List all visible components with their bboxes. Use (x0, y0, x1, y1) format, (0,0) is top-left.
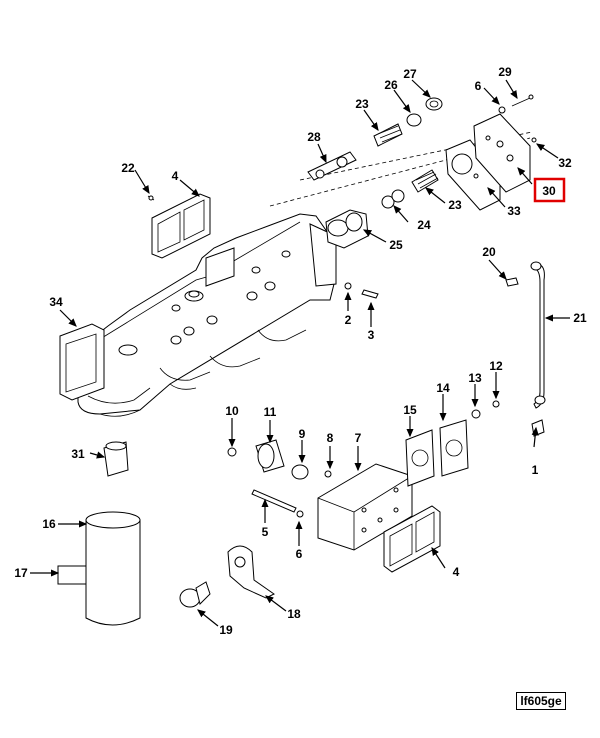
filter-head-31 (103, 441, 129, 477)
valve-assembly-25 (325, 209, 369, 249)
gasket-4-lower (383, 505, 441, 573)
o-ring-9 (291, 464, 309, 480)
callout-20: 20 (482, 245, 496, 259)
callout-2: 2 (345, 313, 352, 327)
callout-1: 1 (532, 463, 539, 477)
callout-9: 9 (299, 427, 306, 441)
callout-32: 32 (558, 156, 572, 170)
bolt-29 (511, 94, 534, 107)
o-ring-26 (406, 113, 422, 127)
cover-plate-33 (445, 139, 501, 211)
screw-22 (147, 195, 155, 201)
connector-11 (255, 439, 285, 473)
washer-2 (344, 282, 352, 290)
callout-30: 30 (542, 184, 556, 198)
spring-23-upper (373, 123, 403, 147)
cooler-block-7 (317, 463, 413, 551)
callout-7: 7 (355, 431, 362, 445)
fitting-10 (227, 447, 237, 457)
exhaust-manifold (59, 213, 337, 417)
fitting-12 (492, 400, 500, 408)
sleeve-24 (381, 189, 405, 209)
callout-28: 28 (307, 130, 321, 144)
leader-lines (30, 79, 570, 627)
pin-32 (531, 137, 537, 143)
callout-15: 15 (403, 403, 417, 417)
callout-33: 33 (507, 204, 521, 218)
callout-31: 31 (71, 447, 85, 461)
fitting-1 (531, 419, 545, 437)
callout-10: 10 (225, 404, 239, 418)
callout-4-lower: 4 (453, 565, 460, 579)
callout-29: 29 (498, 65, 512, 79)
washer-6-lower (296, 510, 304, 518)
callout-34: 34 (49, 295, 63, 309)
callout-22: 22 (121, 161, 135, 175)
callout-16: 16 (42, 517, 56, 531)
spring-23-lower (411, 169, 439, 193)
gasket-15 (405, 429, 435, 487)
callout-23-upper: 23 (355, 97, 369, 111)
callout-6-lower: 6 (296, 547, 303, 561)
callout-24: 24 (417, 218, 431, 232)
callout-26: 26 (384, 78, 398, 92)
callout-8: 8 (327, 431, 334, 445)
callout-17: 17 (14, 566, 28, 580)
bracket-18 (227, 545, 275, 599)
callout-19: 19 (219, 623, 233, 637)
fitting-13 (471, 409, 481, 419)
highlight-box (533, 177, 566, 203)
callout-5: 5 (262, 525, 269, 539)
oil-tube-21 (530, 261, 546, 409)
callout-14: 14 (436, 381, 450, 395)
gasket-upper (151, 193, 211, 259)
cap-27 (425, 97, 443, 111)
figure-code: lf605ge (516, 692, 566, 710)
callouts: 1 2 3 4 4 5 6 6 7 8 9 10 11 12 13 14 15 … (14, 65, 587, 637)
callout-3: 3 (368, 328, 375, 342)
callout-18: 18 (287, 607, 301, 621)
bolt-5 (251, 489, 297, 513)
callout-6-top: 6 (475, 79, 482, 93)
sensor-19 (179, 581, 211, 608)
callout-23-lower: 23 (448, 198, 462, 212)
plate-14 (439, 419, 469, 477)
fitting-20 (505, 277, 519, 287)
callout-4-upper: 4 (172, 169, 179, 183)
washer-6-top (498, 106, 506, 114)
callout-25: 25 (389, 238, 403, 252)
pin-28 (307, 151, 357, 181)
plug-3 (361, 289, 379, 299)
plug-8 (324, 470, 332, 478)
callout-30-highlight: 30 (533, 177, 566, 203)
callout-21: 21 (573, 311, 587, 325)
callout-11: 11 (264, 405, 277, 419)
filter-element-16 (85, 511, 141, 626)
label-17 (57, 565, 87, 585)
callout-12: 12 (489, 359, 503, 373)
callout-27: 27 (403, 67, 417, 81)
callout-13: 13 (468, 371, 482, 385)
housing-30 (473, 113, 531, 193)
